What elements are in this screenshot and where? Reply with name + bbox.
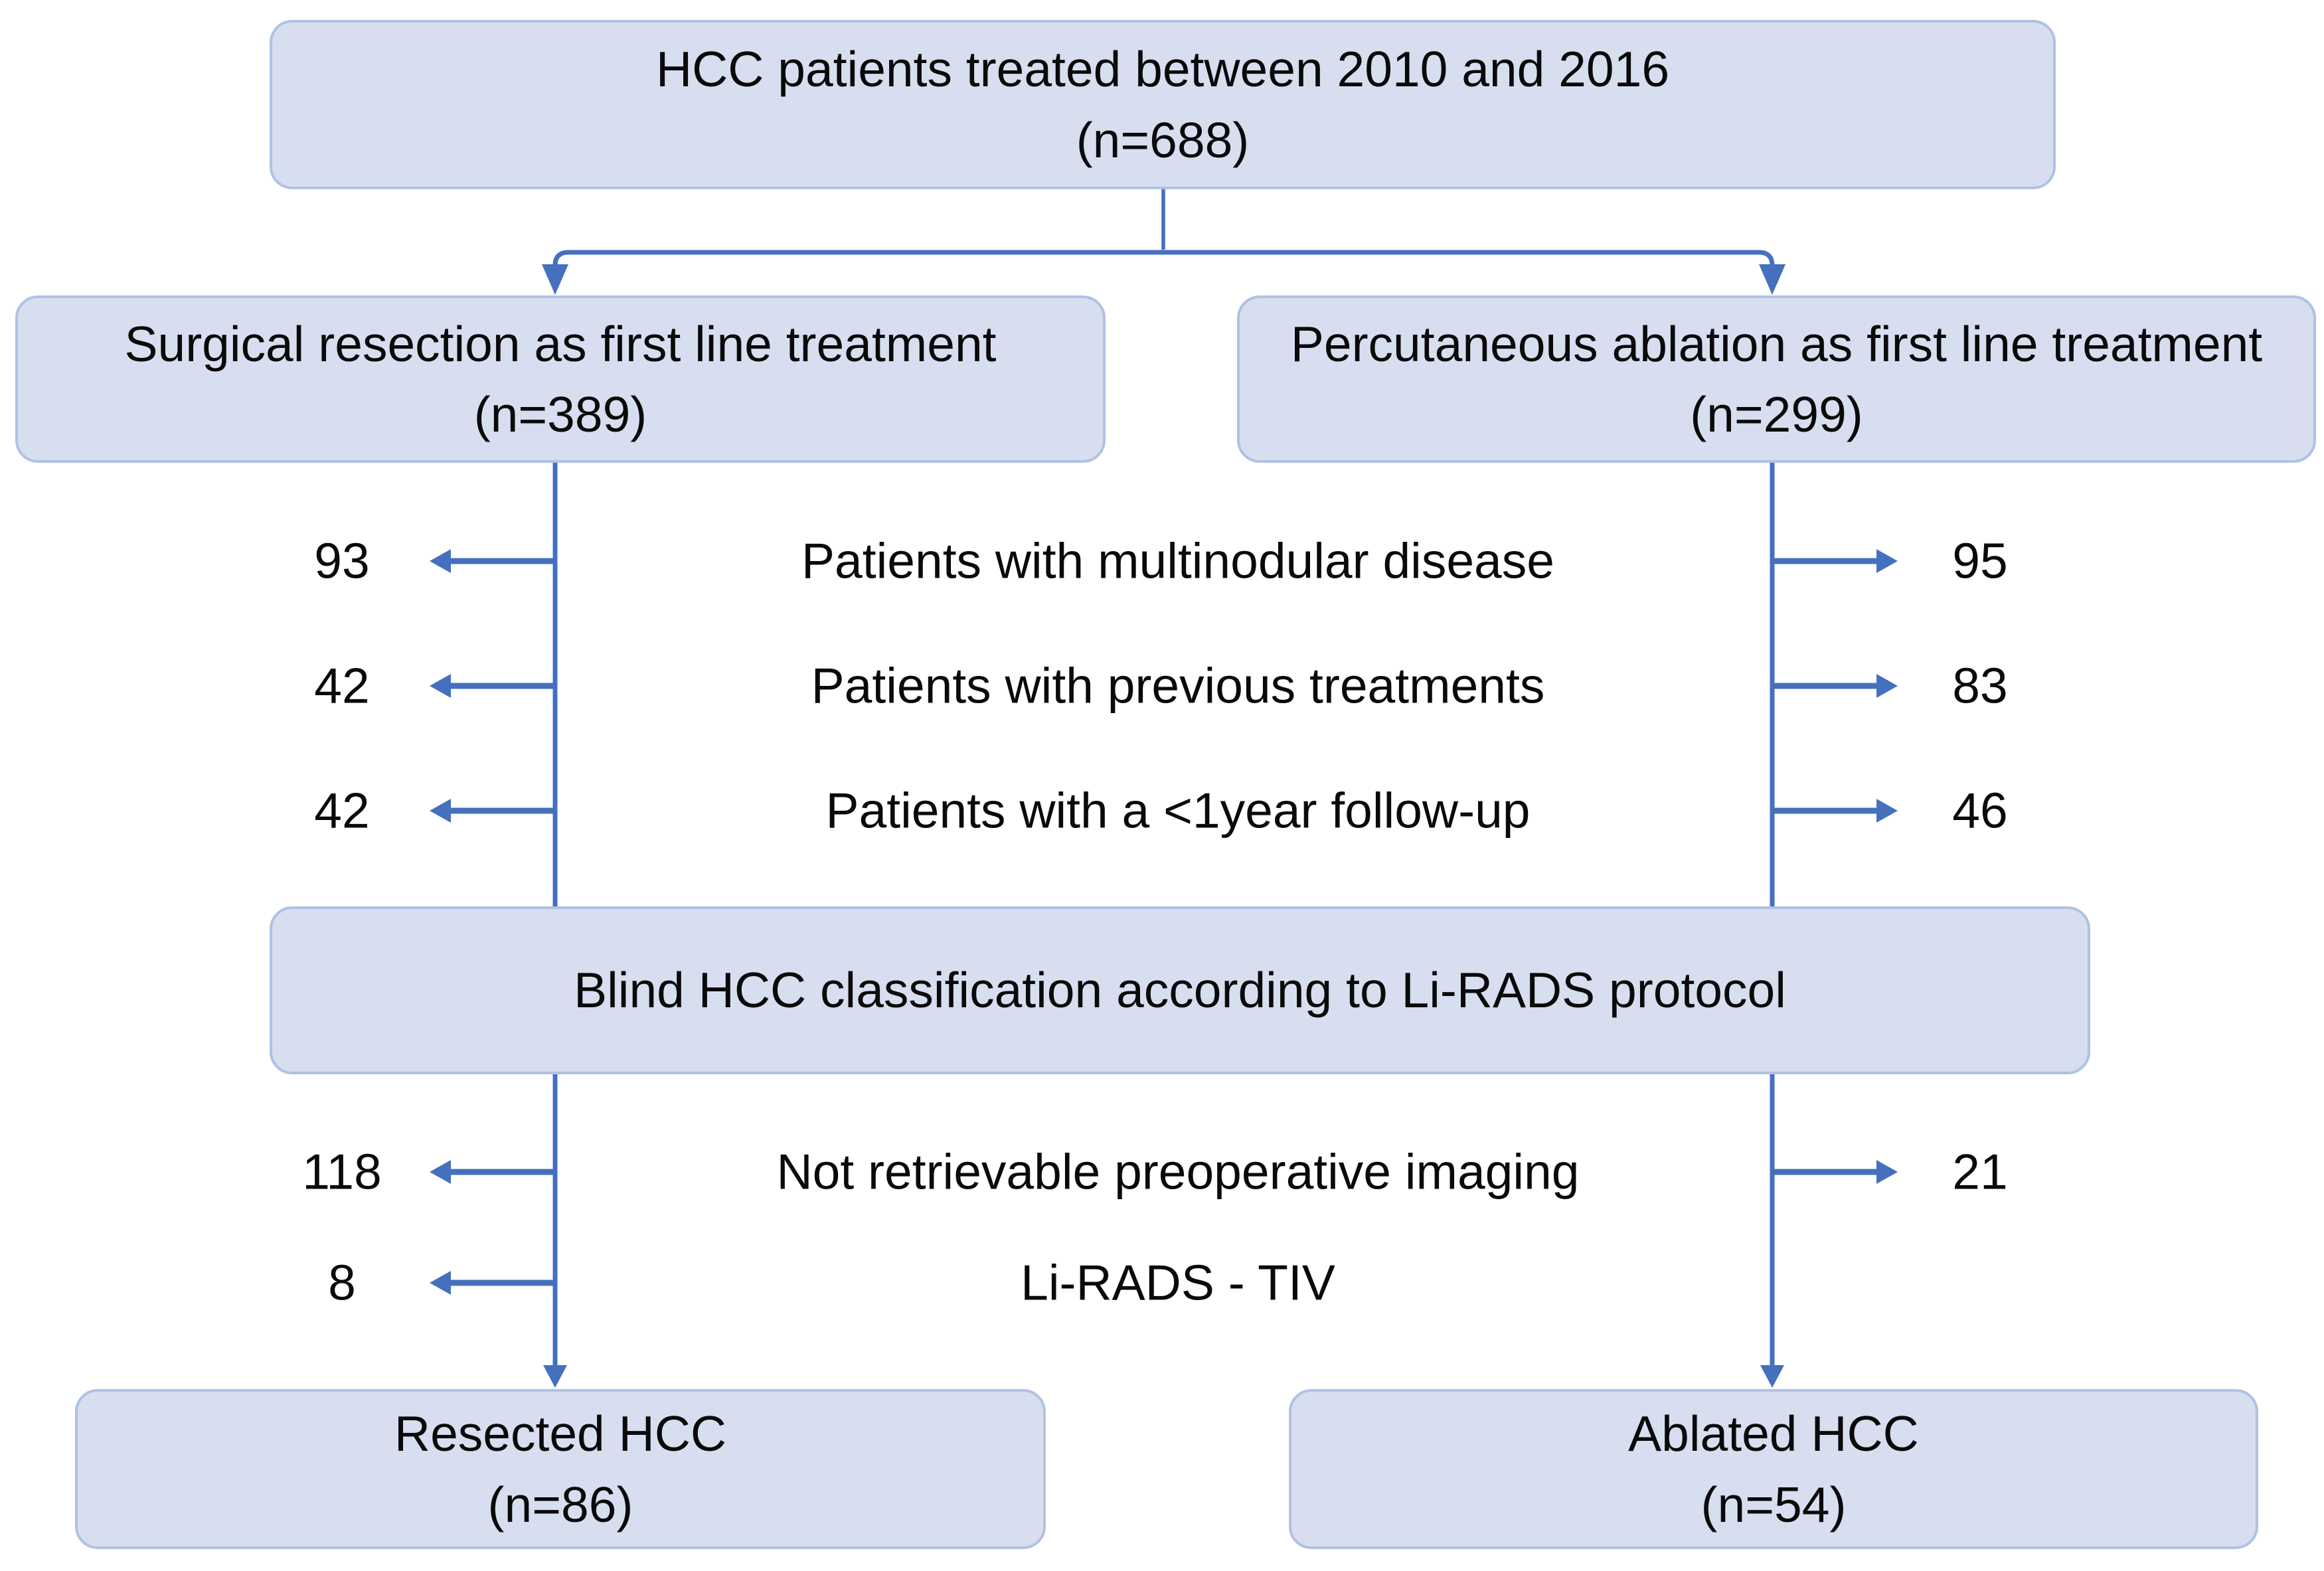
exclusion-label-4: Not retrievable preoperative imaging (776, 1143, 1580, 1200)
exclusion-left-arrowhead-2 (430, 674, 451, 698)
box-percutaneous-ablation-count: (n=299) (1690, 386, 1863, 442)
exclusion-label-2: Patients with previous treatments (811, 657, 1545, 714)
right-bottom-arrowhead (1760, 1365, 1784, 1388)
exclusion-label-3: Patients with a <1year follow-up (825, 782, 1531, 839)
box-ablated-hcc-title: Ablated HCC (1628, 1406, 1919, 1461)
excluded-count-left-4: 118 (302, 1143, 382, 1200)
box-surgical-resection-count: (n=389) (473, 386, 647, 442)
box-hcc-patients-title: HCC patients treated between 2010 and 20… (655, 41, 1670, 97)
box-resected-hcc: Resected HCC (n=86) (75, 1389, 1046, 1549)
exclusion-left-arrowhead-5 (430, 1271, 451, 1295)
box-resected-hcc-title: Resected HCC (394, 1406, 727, 1461)
branch-bar-line (552, 250, 1775, 267)
exclusion-left-arrowhead-3 (430, 799, 451, 823)
exclusion-right-arrowhead-2 (1876, 674, 1898, 698)
box-hcc-patients: HCC patients treated between 2010 and 20… (270, 20, 2056, 189)
excluded-count-right-1: 95 (1952, 533, 2008, 589)
box-resected-hcc-count: (n=86) (487, 1476, 633, 1532)
box-percutaneous-ablation-title: Percutaneous ablation as first line trea… (1290, 315, 2263, 372)
branch-arrowhead-left (542, 264, 568, 295)
excluded-count-right-4: 21 (1952, 1143, 2008, 1200)
excluded-count-left-1: 93 (314, 533, 370, 589)
box-lirads-classification: Blind HCC classification according to Li… (270, 906, 2090, 1074)
excluded-count-right-2: 83 (1952, 657, 2008, 714)
excluded-count-left-5: 8 (328, 1254, 356, 1311)
exclusion-right-arrowhead-3 (1876, 799, 1898, 823)
left-bottom-arrowhead (543, 1365, 567, 1388)
exclusion-label-5: Li-RADS - TIV (1021, 1254, 1335, 1311)
exclusion-right-arrowhead-4 (1876, 1160, 1898, 1184)
exclusion-left-arrowhead-4 (430, 1160, 451, 1184)
box-percutaneous-ablation: Percutaneous ablation as first line trea… (1237, 295, 2316, 463)
excluded-count-right-3: 46 (1952, 782, 2008, 839)
box-ablated-hcc-count: (n=54) (1701, 1476, 1847, 1532)
excluded-count-left-3: 42 (314, 782, 370, 839)
box-surgical-resection: Surgical resection as first line treatme… (15, 295, 1106, 463)
box-lirads-classification-title: Blind HCC classification according to Li… (574, 962, 1786, 1019)
branch-arrowhead-right (1759, 264, 1785, 295)
box-hcc-patients-count: (n=688) (1076, 112, 1250, 168)
exclusion-left-arrowhead-1 (430, 549, 451, 573)
box-surgical-resection-title: Surgical resection as first line treatme… (124, 315, 997, 372)
exclusion-label-1: Patients with multinodular disease (801, 533, 1554, 589)
excluded-count-left-2: 42 (314, 657, 370, 714)
exclusion-right-arrowhead-1 (1876, 549, 1898, 573)
box-ablated-hcc: Ablated HCC (n=54) (1289, 1389, 2258, 1549)
